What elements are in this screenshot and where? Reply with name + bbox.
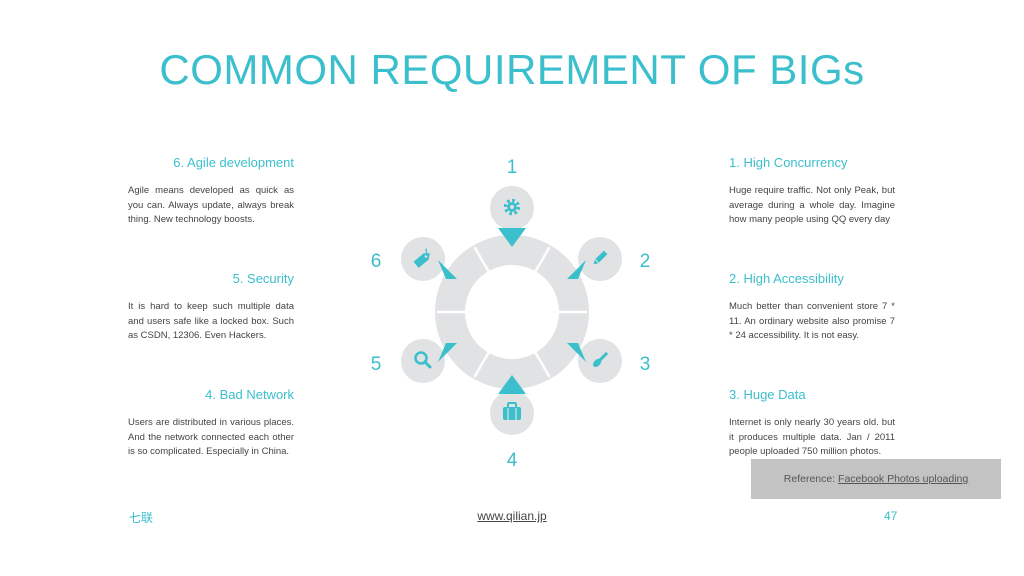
- node-4: [490, 375, 534, 435]
- node-number-3: 3: [639, 354, 651, 375]
- requirement-heading: 1. High Concurrency: [729, 155, 848, 170]
- page-number: 47: [884, 509, 898, 523]
- requirement-agile-development: 6. Agile development Agile means develop…: [128, 155, 294, 228]
- node-3: [567, 339, 622, 383]
- footer-brand: 七联: [129, 511, 154, 525]
- pointer-arrow: [498, 375, 526, 394]
- node-number-1: 1: [506, 157, 518, 178]
- node-1: [490, 186, 534, 247]
- requirement-security: 5. Security It is hard to keep such mult…: [128, 271, 294, 344]
- reference-box: Reference: Facebook Photos uploading: [751, 459, 1001, 499]
- reference-link[interactable]: Facebook Photos uploading: [838, 473, 969, 485]
- requirement-body: Huge require traffic. Not only Peak, but…: [729, 185, 895, 225]
- requirement-heading: 2. High Accessibility: [729, 271, 844, 286]
- requirement-heading: 6. Agile development: [173, 155, 294, 170]
- requirement-body: Much better than convenient store 7 * 11…: [729, 301, 895, 341]
- search-icon: [414, 351, 432, 369]
- requirement-heading: 3. Huge Data: [729, 387, 806, 402]
- requirement-high-concurrency: 1. High Concurrency Huge require traffic…: [729, 155, 895, 228]
- footer-website-link[interactable]: www.qilian.jp: [477, 509, 547, 523]
- gear-icon: [503, 198, 521, 216]
- requirement-bad-network: 4. Bad Network Users are distributed in …: [128, 387, 294, 460]
- pointer-arrow: [567, 343, 586, 362]
- node-number-2: 2: [639, 251, 651, 272]
- node-number-4: 4: [506, 450, 518, 471]
- page-title: COMMON REQUIREMENT OF BIGs: [159, 46, 865, 93]
- reference-prefix: Reference:: [783, 473, 839, 485]
- node-number-5: 5: [370, 354, 382, 375]
- brush-icon: [592, 351, 609, 368]
- node-2: [567, 237, 622, 281]
- pencil-icon: [593, 250, 608, 265]
- requirement-body: Users are distributed in various places.…: [128, 417, 294, 457]
- requirement-heading: 4. Bad Network: [205, 387, 294, 402]
- requirement-huge-data: 3. Huge Data Internet is only nearly 30 …: [729, 387, 895, 460]
- pointer-arrow: [438, 343, 457, 362]
- node-6: [401, 237, 457, 281]
- requirement-body: It is hard to keep such multiple data an…: [128, 301, 294, 341]
- requirement-high-accessibility: 2. High Accessibility Much better than c…: [729, 271, 895, 344]
- requirement-body: Agile means developed as quick as you ca…: [128, 185, 294, 225]
- tag-icon: [413, 248, 430, 268]
- pointer-arrow: [438, 260, 457, 279]
- requirement-heading: 5. Security: [232, 271, 294, 286]
- ring-dividers: [437, 246, 587, 378]
- briefcase-icon: [503, 402, 521, 420]
- pointer-arrow: [498, 228, 526, 247]
- node-number-6: 6: [370, 251, 382, 272]
- node-5: [401, 339, 457, 383]
- requirement-body: Internet is only nearly 30 years old. bu…: [729, 417, 895, 457]
- pointer-arrow: [567, 260, 586, 279]
